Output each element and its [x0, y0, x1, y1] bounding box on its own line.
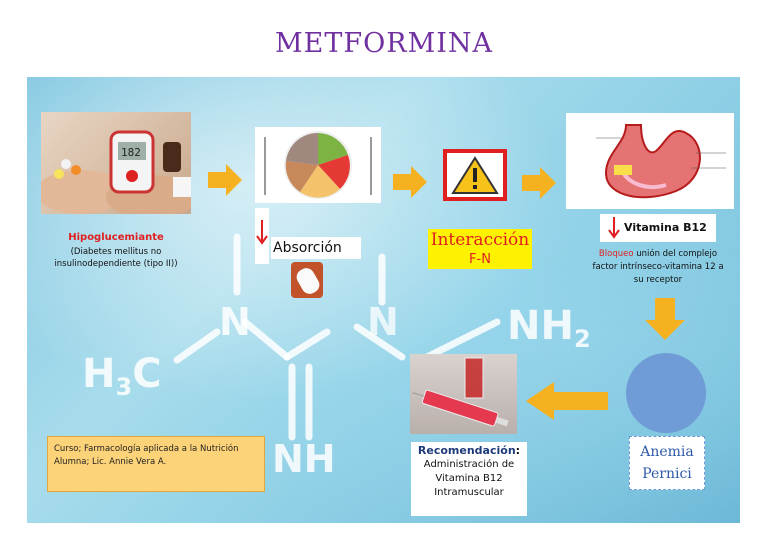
molecule-watermark: H3C N N NH2 NH: [82, 233, 591, 481]
interaccion-sub: F-N: [428, 251, 532, 269]
absorcion-label: Absorción: [271, 237, 361, 259]
molecule-n: N: [219, 300, 251, 344]
molecule-n2: N: [367, 300, 399, 344]
curso-line2: Alumna; Lic. Annie Vera A.: [54, 457, 167, 467]
interaccion-label: Interacción: [428, 229, 532, 251]
hipoglucemiante-desc: (Diabetes mellitus no insulinodependient…: [54, 247, 178, 269]
bloqueo-word: Bloqueo: [598, 249, 634, 259]
warning-icon: [451, 156, 499, 194]
glucometer-hands-image: 182: [41, 130, 191, 214]
anemia-line2: Pernici: [642, 466, 692, 482]
hipoglucemiante-label: Hipoglucemiante: [68, 232, 164, 243]
arrow-down-icon: [645, 298, 685, 340]
vitamina-label-box: Vitamina B12: [600, 214, 716, 242]
curso-line1: Curso; Farmacología aplicada a la Nutric…: [54, 444, 239, 454]
recomendacion-box: Recomendación: Administración de Vitamin…: [411, 442, 527, 516]
warning-box: [443, 149, 507, 201]
arrow-right-icon-2: [393, 166, 427, 198]
syringe-image: [410, 354, 517, 434]
anemia-circle: [626, 353, 706, 433]
molecule-nh: NH: [272, 437, 336, 481]
stomach-image: [566, 113, 734, 209]
arrow-right-icon: [208, 164, 242, 196]
svg-text:182: 182: [121, 146, 141, 159]
molecule-nh2: NH2: [507, 303, 591, 353]
pill-image: [291, 262, 323, 298]
food-plate-image: [255, 127, 381, 203]
vitamina-desc-text: unión del complejo factor intrínseco-vit…: [592, 249, 724, 285]
anemia-box: Anemia Pernici: [629, 436, 705, 490]
page-title: METFORMINA: [275, 28, 493, 59]
curso-box: Curso; Farmacología aplicada a la Nutric…: [47, 436, 265, 492]
anemia-line1: Anemia: [640, 444, 694, 460]
recomendacion-line3: Intramuscular: [434, 487, 504, 498]
absorcion-arrow-box: [255, 208, 269, 264]
down-arrow-icon: [256, 220, 268, 245]
vitamina-desc: Bloqueo unión del complejo factor intrín…: [588, 248, 728, 287]
hipoglucemiante-photo: 182: [41, 112, 191, 214]
recomendacion-line2: Vitamina B12: [435, 473, 503, 484]
vitamina-label: Vitamina B12: [624, 221, 707, 234]
arrow-right-icon-3: [522, 167, 556, 199]
recomendacion-line1: Administración de: [423, 459, 515, 470]
molecule-h3c: H3C: [82, 351, 162, 401]
arrow-left-icon: [526, 382, 608, 420]
recomendacion-label: Recomendación: [417, 444, 516, 457]
down-arrow-icon-2: [608, 217, 620, 239]
